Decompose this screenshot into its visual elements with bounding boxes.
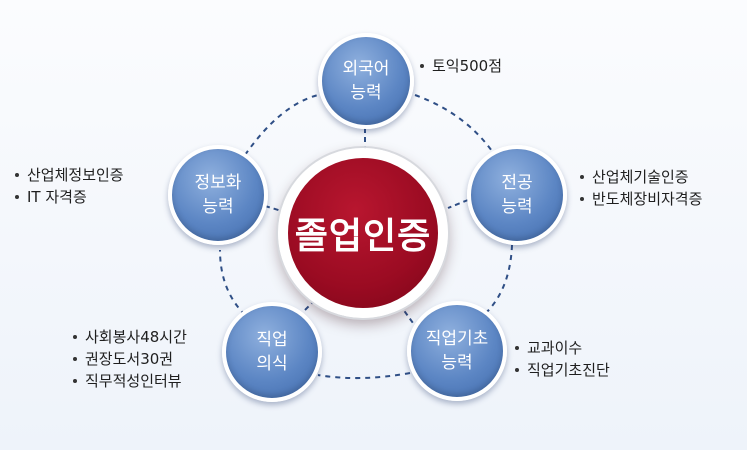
node-line-1: 직업기초 — [425, 329, 489, 349]
center-node-graduation-certification: 졸업인증 — [278, 148, 448, 318]
notes-major: 산업체기술인증 반도체장비자격증 — [580, 166, 702, 210]
note-item: 직무적성인터뷰 — [73, 370, 187, 392]
note-item: 사회봉사48시간 — [73, 326, 187, 348]
ring-edge-foreign-major — [414, 94, 499, 161]
note-item: 산업체정보인증 — [15, 164, 124, 186]
ring-edge-info-foreign — [244, 94, 319, 156]
ring-edge-awareness-info — [219, 249, 246, 316]
spoke-awareness — [304, 294, 321, 311]
notes-foreign-language: 토익500점 — [420, 55, 502, 77]
note-item: 토익500점 — [420, 55, 502, 77]
notes-job-basic: 교과이수 직업기초진단 — [515, 337, 610, 381]
node-foreign-language: 외국어 능력 — [318, 33, 414, 129]
spoke-major — [447, 199, 469, 209]
notes-information: 산업체정보인증 IT 자격증 — [15, 164, 124, 208]
ring-edge-major-basic — [477, 244, 513, 321]
note-item: 산업체기술인증 — [580, 166, 702, 188]
node-line-1: 직업 — [256, 330, 288, 350]
node-line-1: 외국어 — [342, 59, 390, 79]
node-job-awareness: 직업 의식 — [222, 302, 322, 402]
notes-job-awareness: 사회봉사48시간 권장도서30권 직무적성인터뷰 — [73, 326, 187, 392]
node-information: 정보화 능력 — [168, 145, 268, 245]
spoke-info — [264, 205, 286, 213]
note-item: 반도체장비자격증 — [580, 188, 702, 210]
node-line-1: 전공 — [501, 173, 533, 193]
center-label: 졸업인증 — [294, 216, 432, 257]
node-major: 전공 능력 — [467, 145, 567, 245]
node-line-2: 능력 — [441, 353, 473, 373]
node-line-1: 정보화 — [194, 173, 242, 193]
note-item: IT 자격증 — [15, 186, 124, 208]
node-line-2: 의식 — [256, 354, 288, 374]
node-line-2: 능력 — [202, 197, 234, 217]
ring-edge-basic-awareness — [317, 372, 411, 380]
note-item: 직업기초진단 — [515, 359, 610, 381]
node-line-2: 능력 — [501, 197, 533, 217]
note-item: 교과이수 — [515, 337, 610, 359]
node-line-2: 능력 — [350, 83, 382, 103]
note-item: 권장도서30권 — [73, 348, 187, 370]
node-job-basic: 직업기초 능력 — [407, 301, 507, 401]
